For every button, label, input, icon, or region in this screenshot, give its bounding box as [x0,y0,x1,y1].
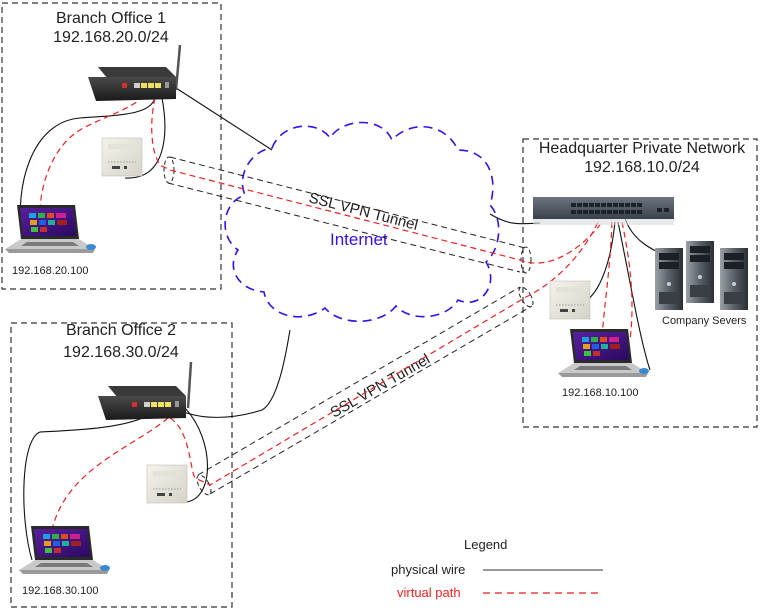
branch2-laptop-ip: 192.168.30.100 [22,585,98,597]
legend-virtual-path-label: virtual path [397,585,461,600]
legend: Legend physical wire virtual path [391,537,603,600]
internet-cloud [224,121,500,323]
branch1-router-icon [88,67,176,101]
branch2-laptop-icon [19,526,110,574]
branch2-router-icon [98,386,186,420]
ssl-vpn-tunnel-2: SSL VPN Tunnel [196,286,534,496]
branch1-laptop-ip: 192.168.20.100 [12,265,88,277]
virtual-paths [39,95,633,541]
branch1-laptop-icon [5,205,96,253]
branch-office-2-title: Branch Office 2 [66,322,176,339]
legend-title: Legend [464,537,507,552]
ssl-vpn-tunnel-1: SSL VPN Tunnel [163,156,532,274]
server-tower-icon-2 [686,241,714,303]
hq-laptop-icon [558,329,649,377]
router-antenna-icon-2 [186,361,193,409]
headquarter-title: Headquarter Private Network [539,140,746,157]
legend-physical-wire-label: physical wire [391,562,465,577]
server-tower-icon-3 [720,248,748,310]
hq-laptop-ip: 192.168.10.100 [562,387,638,399]
branch-office-1-title: Branch Office 1 [56,10,166,27]
branch2-vpn-adapter-icon [146,464,188,504]
branch-office-1-subnet: 192.168.20.0/24 [53,29,169,46]
branch-office-2-subnet: 192.168.30.0/24 [63,344,179,361]
branch1-vpn-adapter-icon [101,137,143,177]
router-antenna-icon [174,44,182,91]
internet-label: Internet [330,230,388,249]
hq-vpn-adapter-icon [549,280,591,320]
server-tower-icon-1 [655,248,683,310]
headquarter-subnet: 192.168.10.0/24 [584,159,700,176]
company-servers-label: Company Severs [662,315,747,327]
ssl-vpn-tunnel-1-label: SSL VPN Tunnel [307,189,420,234]
branch-office-1-zone [1,2,222,290]
headquarter-zone [522,138,758,428]
branch-office-2-zone [10,322,233,608]
hq-switch-icon [533,197,674,225]
